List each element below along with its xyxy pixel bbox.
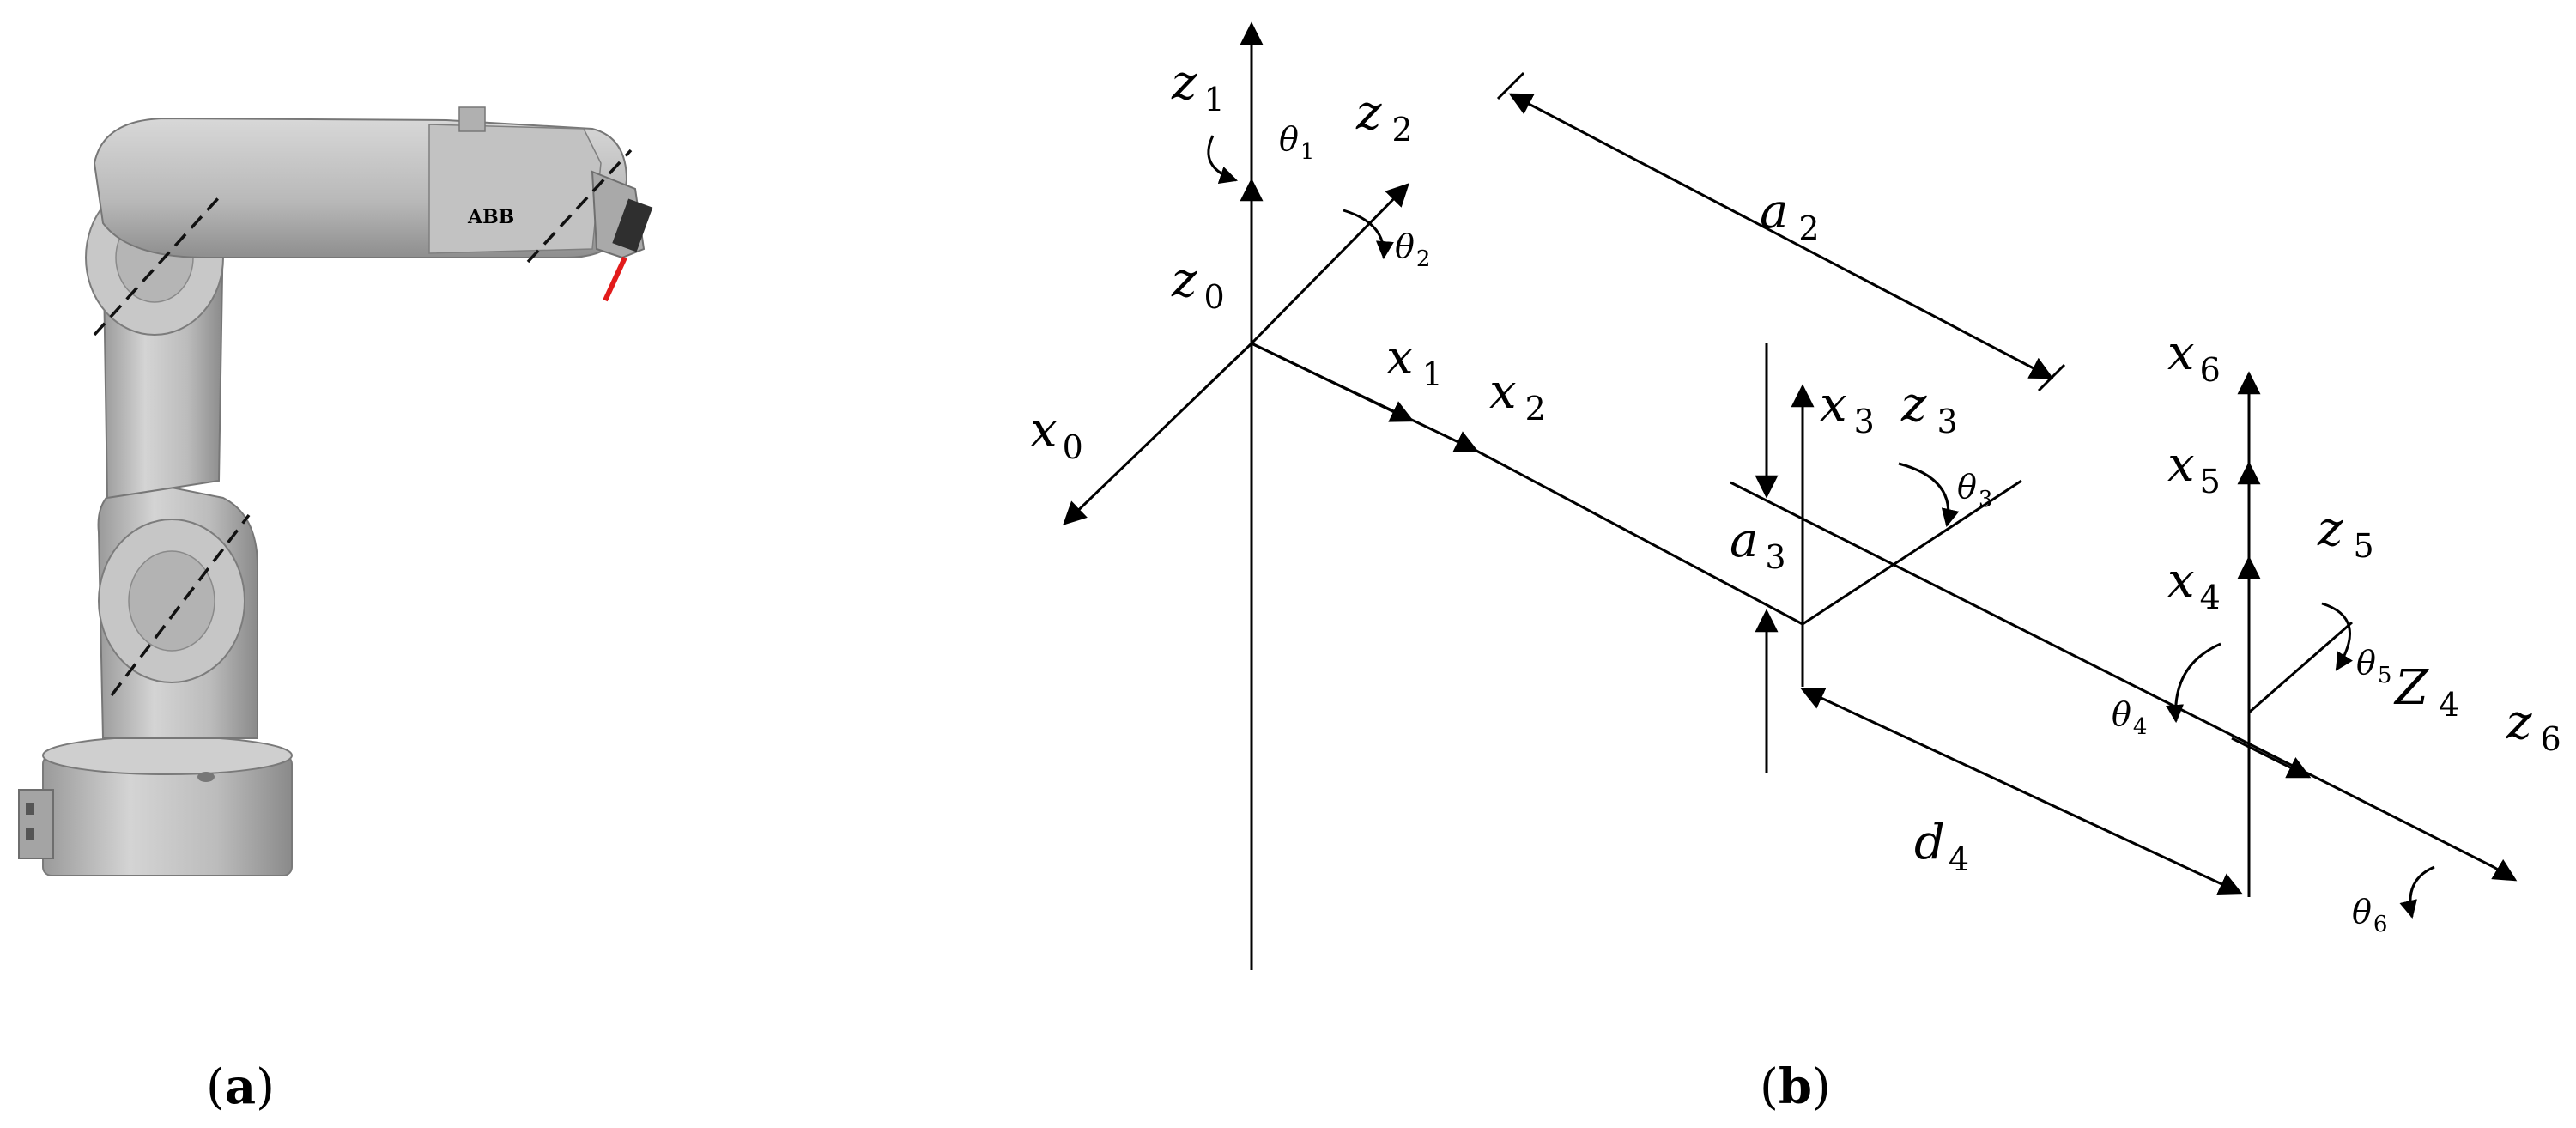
axis-x0-line [1063,342,1253,525]
caption-b: (b) [1760,1058,1831,1115]
axis-z5-line [2248,621,2353,714]
label-theta6: θ6 [2352,893,2387,937]
theta4-arrow [2166,642,2221,724]
theta3-arrow [1898,462,1960,528]
joint-axis-dashes [93,149,633,697]
label-theta4: θ4 [2112,695,2147,740]
theta1-arrow [1207,135,1238,184]
theta2-arrow [1343,209,1394,260]
axis-x2-arrow [1251,342,1479,452]
label-theta5: θ5 [2356,644,2391,688]
tool-tip [603,256,627,302]
label-theta1: θ1 [1279,120,1314,165]
link-2-line [1476,449,1803,626]
link-4-line [1730,481,2494,869]
dim-d4-line [1800,687,2243,895]
dim-a2-line [1508,93,2054,379]
axis-z6-arrow [2491,858,2518,882]
label-theta2: θ2 [1395,227,1430,272]
dim-a2-tick-start [1496,71,1525,100]
abb-logo: ABB [467,206,514,228]
caption-a: (a) [206,1058,275,1115]
theta6-arrow [2399,865,2435,919]
kinematic-diagram [1063,21,2518,970]
axis-z4-arrow [2231,737,2312,779]
axis-z3-line [1802,479,2022,626]
label-theta3: θ3 [1957,468,1992,512]
axis-z2-line [1250,183,1409,345]
robot-illustration: ABB [18,106,653,876]
joint-angle-labels: θ1 θ2 θ3 θ4 θ5 θ6 [1279,120,2391,937]
theta5-arrow [2321,602,2353,671]
